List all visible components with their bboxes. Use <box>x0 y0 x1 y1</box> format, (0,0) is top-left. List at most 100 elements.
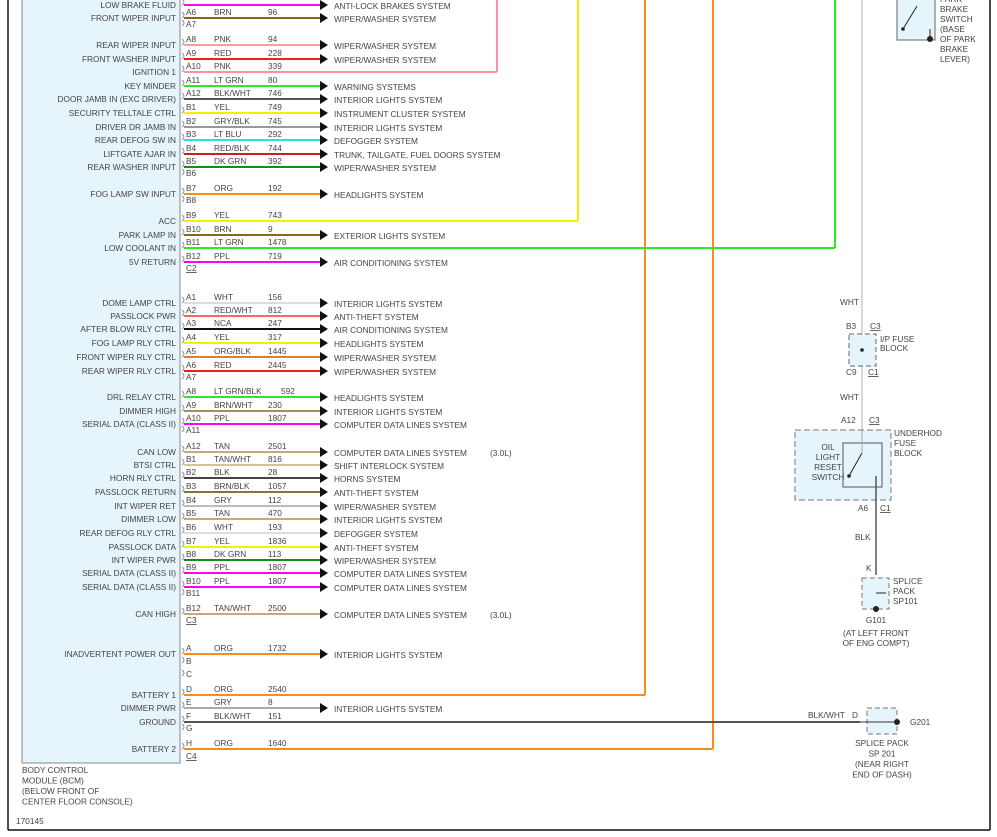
destination-system-link[interactable]: INTERIOR LIGHTS SYSTEM <box>334 650 442 660</box>
wire-color-label: PPL <box>214 251 230 261</box>
pin-label: B9 <box>186 210 197 220</box>
pin-label: B11 <box>186 588 201 598</box>
destination-system-link[interactable]: HEADLIGHTS SYSTEM <box>334 393 424 403</box>
park-brake-switch-label: BRAKE <box>940 44 969 54</box>
pin-label: A12 <box>186 441 201 451</box>
park-brake-switch-label: LEVER) <box>940 54 970 64</box>
circuit-number: 1478 <box>268 237 287 247</box>
circuit-number: 743 <box>268 210 282 220</box>
arrow-icon <box>320 501 328 511</box>
pin-terminal-icon <box>181 566 185 574</box>
destination-system-link[interactable]: DEFOGGER SYSTEM <box>334 529 418 539</box>
destination-system-link[interactable]: INSTRUMENT CLUSTER SYSTEM <box>334 109 466 119</box>
destination-system-link[interactable]: WIPER/WASHER SYSTEM <box>334 502 436 512</box>
destination-system-link[interactable]: WIPER/WASHER SYSTEM <box>334 14 436 24</box>
destination-system-link[interactable]: SHIFT INTERLOCK SYSTEM <box>334 461 444 471</box>
wire-color-label: LT GRN <box>214 75 244 85</box>
wire-color-label: YEL <box>214 536 230 546</box>
switch-contact-icon <box>848 452 863 477</box>
park-brake-switch-label: BRAKE <box>940 4 969 14</box>
pin-terminal-icon <box>181 187 185 195</box>
circuit-number: 151 <box>268 711 282 721</box>
destination-system-link[interactable]: WIPER/WASHER SYSTEM <box>334 556 436 566</box>
pin-label: A10 <box>186 61 201 71</box>
destination-system-link[interactable]: WARNING SYSTEMS <box>334 82 416 92</box>
pin-function-label: CAN HIGH <box>135 609 176 619</box>
connector-label: C4 <box>186 751 197 761</box>
park-brake-switch-label: PARK <box>940 0 962 4</box>
circuit-number: 2540 <box>268 684 287 694</box>
destination-system-link[interactable]: COMPUTER DATA LINES SYSTEM <box>334 569 467 579</box>
destination-system-link[interactable]: HEADLIGHTS SYSTEM <box>334 190 424 200</box>
destination-system-link[interactable]: DEFOGGER SYSTEM <box>334 136 418 146</box>
destination-system-link[interactable]: INTERIOR LIGHTS SYSTEM <box>334 704 442 714</box>
destination-system-link[interactable]: ANTI-THEFT SYSTEM <box>334 543 419 553</box>
destination-system-link[interactable]: EXTERIOR LIGHTS SYSTEM <box>334 231 445 241</box>
pin-label: A1 <box>186 292 197 302</box>
arrow-icon <box>320 81 328 91</box>
circuit-number: 1807 <box>268 413 287 423</box>
pin-terminal-icon <box>181 364 185 372</box>
destination-system-link[interactable]: AIR CONDITIONING SYSTEM <box>334 258 448 268</box>
destination-system-link[interactable]: INTERIOR LIGHTS SYSTEM <box>334 123 442 133</box>
wire-color-label: TAN <box>214 508 230 518</box>
arrow-icon <box>320 40 328 50</box>
destination-system-link[interactable]: WIPER/WASHER SYSTEM <box>334 55 436 65</box>
destination-system-link[interactable]: WIPER/WASHER SYSTEM <box>334 41 436 51</box>
destination-system-link[interactable]: COMPUTER DATA LINES SYSTEM <box>334 610 467 620</box>
wire-color-label: BLK <box>214 467 230 477</box>
destination-system-link[interactable]: COMPUTER DATA LINES SYSTEM <box>334 448 467 458</box>
park-brake-switch-label: (BASE <box>940 24 965 34</box>
arrow-icon <box>320 149 328 159</box>
destination-system-link[interactable]: ANTI-THEFT SYSTEM <box>334 488 419 498</box>
destination-system-link[interactable]: WIPER/WASHER SYSTEM <box>334 163 436 173</box>
pin-label: D <box>186 684 192 694</box>
pin-label: C9 <box>846 367 857 377</box>
pin-terminal-icon <box>181 647 185 655</box>
destination-system-link[interactable]: HEADLIGHTS SYSTEM <box>334 339 424 349</box>
wire-color-label: TAN/WHT <box>214 454 251 464</box>
pin-terminal-icon <box>181 350 185 358</box>
arrow-icon <box>320 0 328 10</box>
pin-terminal-icon <box>181 19 185 27</box>
circuit-number: 745 <box>268 116 282 126</box>
destination-system-link[interactable]: ANTI-LOCK BRAKES SYSTEM <box>334 1 451 11</box>
destination-system-link[interactable]: INTERIOR LIGHTS SYSTEM <box>334 299 442 309</box>
pin-label: B10 <box>186 576 201 586</box>
circuit-number: 317 <box>268 332 282 342</box>
pin-function-label: BTSI CTRL <box>134 460 177 470</box>
pin-function-label: PASSLOCK PWR <box>110 311 176 321</box>
pin-terminal-icon <box>181 458 185 466</box>
arrow-icon <box>320 189 328 199</box>
arrow-icon <box>320 298 328 308</box>
pin-function-label: FRONT WASHER INPUT <box>82 54 176 64</box>
pin-terminal-icon <box>181 65 185 73</box>
circuit-number: 392 <box>268 156 282 166</box>
pin-function-label: 5V RETURN <box>129 257 176 267</box>
pin-label: A12 <box>841 415 856 425</box>
wire-color-label: RED/BLK <box>214 143 250 153</box>
wire-color-label: BRN <box>214 7 232 17</box>
pin-function-label: AFTER BLOW RLY CTRL <box>80 324 176 334</box>
destination-system-link[interactable]: WIPER/WASHER SYSTEM <box>334 353 436 363</box>
destination-system-link[interactable]: INTERIOR LIGHTS SYSTEM <box>334 407 442 417</box>
destination-system-link[interactable]: INTERIOR LIGHTS SYSTEM <box>334 515 442 525</box>
destination-system-link[interactable]: HORNS SYSTEM <box>334 474 400 484</box>
pin-terminal-icon <box>181 160 185 168</box>
destination-system-link[interactable]: AIR CONDITIONING SYSTEM <box>334 325 448 335</box>
destination-system-link[interactable]: COMPUTER DATA LINES SYSTEM <box>334 583 467 593</box>
pin-function-label: INT WIPER RET <box>114 501 176 511</box>
destination-system-link[interactable]: WIPER/WASHER SYSTEM <box>334 367 436 377</box>
pin-terminal-icon <box>181 580 185 588</box>
wire-color-label: NCA <box>214 318 232 328</box>
destination-system-link[interactable]: TRUNK, TAILGATE, FUEL DOORS SYSTEM <box>334 150 501 160</box>
circuit-number: 1807 <box>268 562 287 572</box>
destination-system-link[interactable]: COMPUTER DATA LINES SYSTEM <box>334 420 467 430</box>
destination-system-link[interactable]: ANTI-THEFT SYSTEM <box>334 312 419 322</box>
pin-label: B5 <box>186 508 197 518</box>
destination-system-link[interactable]: INTERIOR LIGHTS SYSTEM <box>334 95 442 105</box>
